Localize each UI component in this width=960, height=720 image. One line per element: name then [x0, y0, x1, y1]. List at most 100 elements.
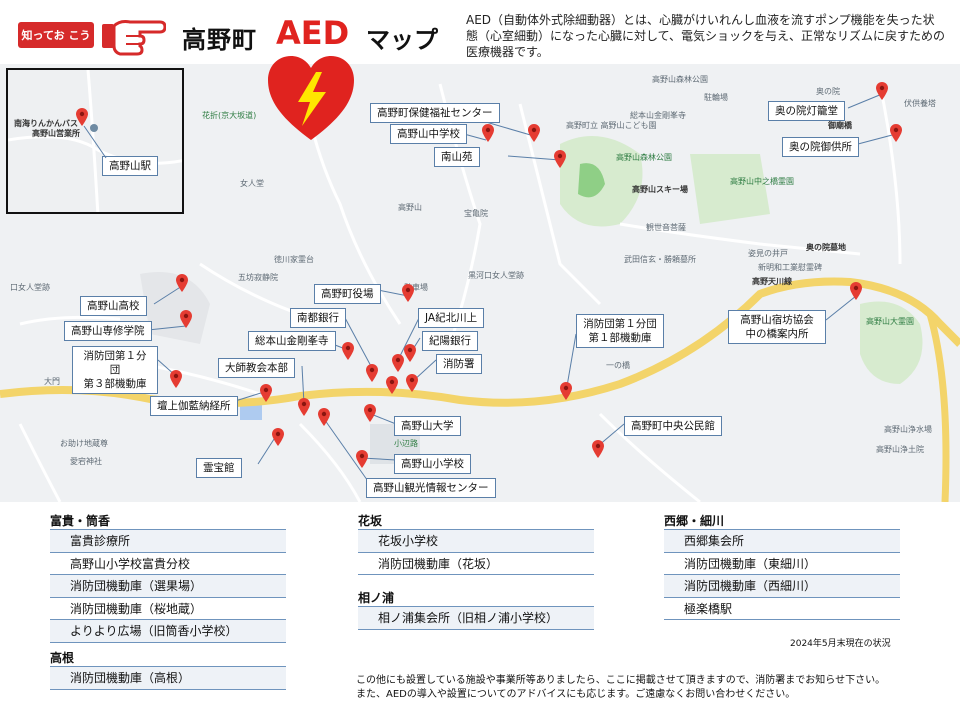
map-text: 高野山森林公園	[652, 75, 708, 84]
label-nanto-bank[interactable]: 南都銀行	[290, 308, 346, 328]
label-koyasan-station[interactable]: 高野山駅	[102, 156, 158, 176]
label-shukubo-kyokai[interactable]: 高野山宿坊協会 中の橋案内所	[728, 310, 826, 344]
inset-text-office: 高野山営業所	[32, 129, 80, 138]
label-daishi-kyokai[interactable]: 大師教会本部	[218, 358, 295, 378]
label-shobo-1-1[interactable]: 消防団第１分団 第１部機動庫	[576, 314, 664, 348]
label-kongobuji[interactable]: 総本山金剛峯寺	[248, 331, 336, 351]
aed-pin-icon[interactable]	[392, 354, 404, 372]
aed-pin-icon[interactable]	[850, 282, 862, 300]
aed-pin-icon[interactable]	[76, 108, 88, 126]
label-koyasan-chugakko[interactable]: 高野山中学校	[390, 124, 467, 144]
label-danjo-garan[interactable]: 壇上伽藍納経所	[150, 396, 238, 416]
map-text: 新明和工業慰霊碑	[758, 263, 822, 272]
map-text: 黒河口女人堂跡	[468, 271, 524, 280]
aed-pin-icon[interactable]	[298, 398, 310, 416]
pointing-hand-icon	[102, 20, 166, 56]
map-text: 口女人堂跡	[10, 283, 50, 292]
label-okunoin-tourodo[interactable]: 奥の院灯籠堂	[768, 101, 845, 121]
aed-pin-icon[interactable]	[176, 274, 188, 292]
list-item[interactable]: 消防団機動庫（高根）	[50, 666, 286, 690]
aed-pin-icon[interactable]	[318, 408, 330, 426]
aed-pin-icon[interactable]	[528, 124, 540, 142]
aed-pin-icon[interactable]	[386, 376, 398, 394]
list-item[interactable]: 消防団機動庫（花坂）	[358, 553, 594, 576]
map-text: 伏供養塔	[904, 99, 936, 108]
aed-pin-icon[interactable]	[180, 310, 192, 328]
map-text: 一の橋	[606, 361, 630, 370]
footer-note-line: この他にも設置している施設や事業所等ありましたら、ここに掲載させて頂きますので、…	[356, 675, 886, 686]
map-text: 宝亀院	[464, 209, 488, 218]
label-koya-yakuba[interactable]: 高野町役場	[314, 284, 381, 304]
list-saigo-hosokawa: 西郷・細川 西郷集会所 消防団機動庫（東細川） 消防団機動庫（西細川） 極楽橋駅	[664, 512, 900, 621]
aed-pin-icon[interactable]	[554, 150, 566, 168]
section-head: 高根	[50, 649, 286, 667]
aed-pin-icon[interactable]	[402, 284, 414, 302]
aed-pin-icon[interactable]	[356, 450, 368, 468]
label-ja-kihoku[interactable]: JA紀北川上	[418, 308, 485, 328]
map-text: 五坊寂静院	[238, 273, 278, 282]
aed-pin-icon[interactable]	[592, 440, 604, 458]
map-text: 花折(京大坂道)	[202, 111, 257, 120]
list-item[interactable]: 富貴診療所	[50, 530, 286, 553]
inset-map-koyasan-station[interactable]: 南海りんかんバス 高野山営業所 高野山駅	[6, 68, 184, 214]
label-koyasan-senshu[interactable]: 高野山専修学院	[64, 321, 152, 341]
label-okunoin-gobyosho[interactable]: 奥の院御供所	[782, 137, 859, 157]
map-text: 高野山	[398, 203, 422, 212]
label-nanzanen[interactable]: 南山苑	[434, 147, 480, 167]
label-reihokan[interactable]: 霊宝館	[196, 458, 242, 478]
map-text: 御廟橋	[828, 121, 852, 130]
label-kanko-center[interactable]: 高野山観光情報センター	[366, 478, 496, 498]
map-text: 高野山浄土院	[876, 445, 924, 454]
label-line: 第３部機動庫	[83, 378, 147, 390]
title-aed: AED	[276, 14, 350, 52]
aed-pin-icon[interactable]	[482, 124, 494, 142]
aed-pin-icon[interactable]	[170, 370, 182, 388]
map-text: 駐車場	[404, 283, 428, 292]
list-item[interactable]: 消防団機動庫（選果場）	[50, 575, 286, 598]
label-line: 第１部機動庫	[588, 332, 652, 344]
list-item[interactable]: 花坂小学校	[358, 530, 594, 553]
aed-pin-icon[interactable]	[876, 82, 888, 100]
list-item[interactable]: 高野山小学校富貴分校	[50, 553, 286, 576]
label-hoken-center[interactable]: 高野町保健福祉センター	[370, 103, 500, 123]
list-item[interactable]: 相ノ浦集会所（旧相ノ浦小学校）	[358, 607, 594, 630]
map-text: 徳川家霊台	[274, 255, 314, 264]
map-text: 観世音菩薩	[646, 223, 686, 232]
label-koyasan-koukou[interactable]: 高野山高校	[80, 296, 147, 316]
aed-pin-icon[interactable]	[342, 342, 354, 360]
map-leader-lines	[147, 93, 897, 485]
list-item[interactable]: 西郷集会所	[664, 530, 900, 553]
list-item[interactable]: 消防団機動庫（西細川）	[664, 575, 900, 598]
list-item[interactable]: 消防団機動庫（東細川）	[664, 553, 900, 576]
label-shobo-1-3[interactable]: 消防団第１分団 第３部機動庫	[72, 346, 158, 394]
aed-pin-icon[interactable]	[890, 124, 902, 142]
aed-pin-icon[interactable]	[404, 344, 416, 362]
aed-pin-icon[interactable]	[272, 428, 284, 446]
footer-note: この他にも設置している施設や事業所等ありましたら、ここに掲載させて頂きますので、…	[356, 674, 885, 702]
map-text: 奥の院墓地	[806, 243, 846, 252]
aed-pin-icon[interactable]	[560, 382, 572, 400]
map-text: 駐輪場	[704, 93, 728, 102]
map-text: 高野山スキー場	[632, 185, 688, 194]
label-shoboshu[interactable]: 消防署	[436, 354, 482, 374]
aed-description: AED（自動体外式除細動器）とは、心臓がけいれんし血液を流すポンプ機能を失った状…	[466, 13, 946, 59]
map-text: 武田信玄・勝頼墓所	[624, 255, 696, 264]
label-koyasan-daigaku[interactable]: 高野山大学	[394, 416, 461, 436]
map-text: 高野山中之橋霊園	[730, 177, 794, 186]
list-item[interactable]: よりより広場（旧筒香小学校）	[50, 620, 286, 643]
aed-pin-icon[interactable]	[406, 374, 418, 392]
list-hanasaka: 花坂 花坂小学校 消防団機動庫（花坂） 相ノ浦 相ノ浦集会所（旧相ノ浦小学校）	[358, 512, 594, 630]
aed-pin-icon[interactable]	[260, 384, 272, 402]
aed-heart-icon	[268, 56, 354, 140]
list-item[interactable]: 消防団機動庫（桜地蔵）	[50, 598, 286, 621]
label-chuo-kominkan[interactable]: 高野町中央公民館	[624, 416, 722, 436]
section-head: 花坂	[358, 512, 594, 530]
aed-pin-icon[interactable]	[366, 364, 378, 382]
map-text: 総本山金剛峯寺	[630, 111, 686, 120]
aed-pin-icon[interactable]	[364, 404, 376, 422]
label-line: 中の橋案内所	[745, 328, 809, 340]
label-kiyo-bank[interactable]: 紀陽銀行	[422, 331, 478, 351]
label-koyasan-shogakko[interactable]: 高野山小学校	[394, 454, 471, 474]
section-head: 西郷・細川	[664, 512, 900, 530]
list-item[interactable]: 極楽橋駅	[664, 598, 900, 621]
